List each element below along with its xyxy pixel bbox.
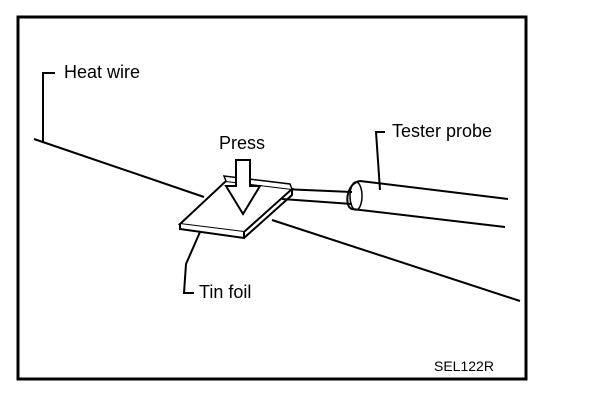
heat-wire-line [33, 138, 205, 198]
tester-probe-label: Tester probe [392, 121, 493, 141]
figure-code: SEL122R [434, 358, 494, 374]
tin-foil-leader [182, 231, 201, 294]
heat-wire-leader [42, 72, 55, 143]
tester-probe-body [346, 180, 509, 228]
heat-wire-line-right [271, 219, 521, 302]
tester-probe-tip-ring [349, 181, 363, 211]
press-arrow [224, 159, 262, 216]
heat-wire-label: Heat wire [64, 62, 141, 82]
tin-foil [177, 175, 295, 240]
tin-foil-label: Tin foil [199, 282, 252, 302]
tester-probe-rod [281, 188, 353, 205]
tester-probe-leader [374, 131, 385, 191]
press-label: Press [219, 133, 266, 153]
frame-border [16, 15, 528, 381]
